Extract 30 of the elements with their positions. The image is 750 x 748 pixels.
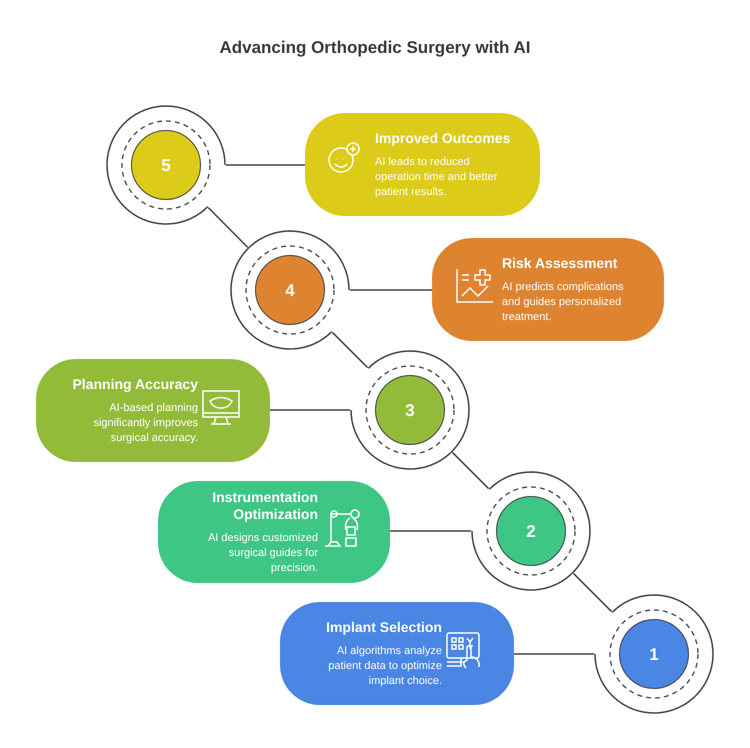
card-description: AI leads to reduced operation time and better patient results.	[375, 154, 498, 200]
step-number: 3	[375, 375, 445, 445]
step-card	[280, 602, 514, 705]
card-heading: Implant Selection	[325, 618, 442, 636]
connector-line	[350, 289, 432, 291]
connector-line	[332, 332, 368, 368]
connector-line	[514, 653, 594, 655]
connector-line	[572, 572, 612, 612]
step-number: 1	[619, 619, 689, 689]
step-card	[305, 113, 540, 216]
card-heading: Improved Outcomes	[375, 130, 512, 146]
step-number: 4	[255, 255, 325, 325]
connector-line	[452, 452, 490, 490]
connector-line	[390, 530, 471, 532]
card-description: AI designs customized surgical guides for precision.	[206, 530, 318, 576]
card-heading: Risk Assessment	[502, 254, 618, 272]
card-description: AI algorithms analyze patient data to optimize implant choice.	[327, 644, 442, 688]
step-card	[432, 238, 664, 341]
step-number: 2	[496, 496, 566, 566]
step-card	[158, 481, 390, 583]
diagram-title: Advancing Orthopedic Surgery with AI	[218, 38, 532, 58]
card-heading: Planning Accuracy	[71, 376, 198, 392]
card-description: AI predicts complications and guides personalized treatment.	[502, 280, 625, 324]
step-card	[36, 359, 270, 462]
connector-line	[208, 207, 248, 248]
connector-line	[270, 409, 350, 411]
card-description: AI-based planning significantly improves surgical accuracy.	[92, 400, 198, 446]
card-heading: Instrumentation Optimization	[211, 488, 318, 522]
step-number: 5	[131, 130, 201, 200]
connector-line	[226, 164, 305, 166]
